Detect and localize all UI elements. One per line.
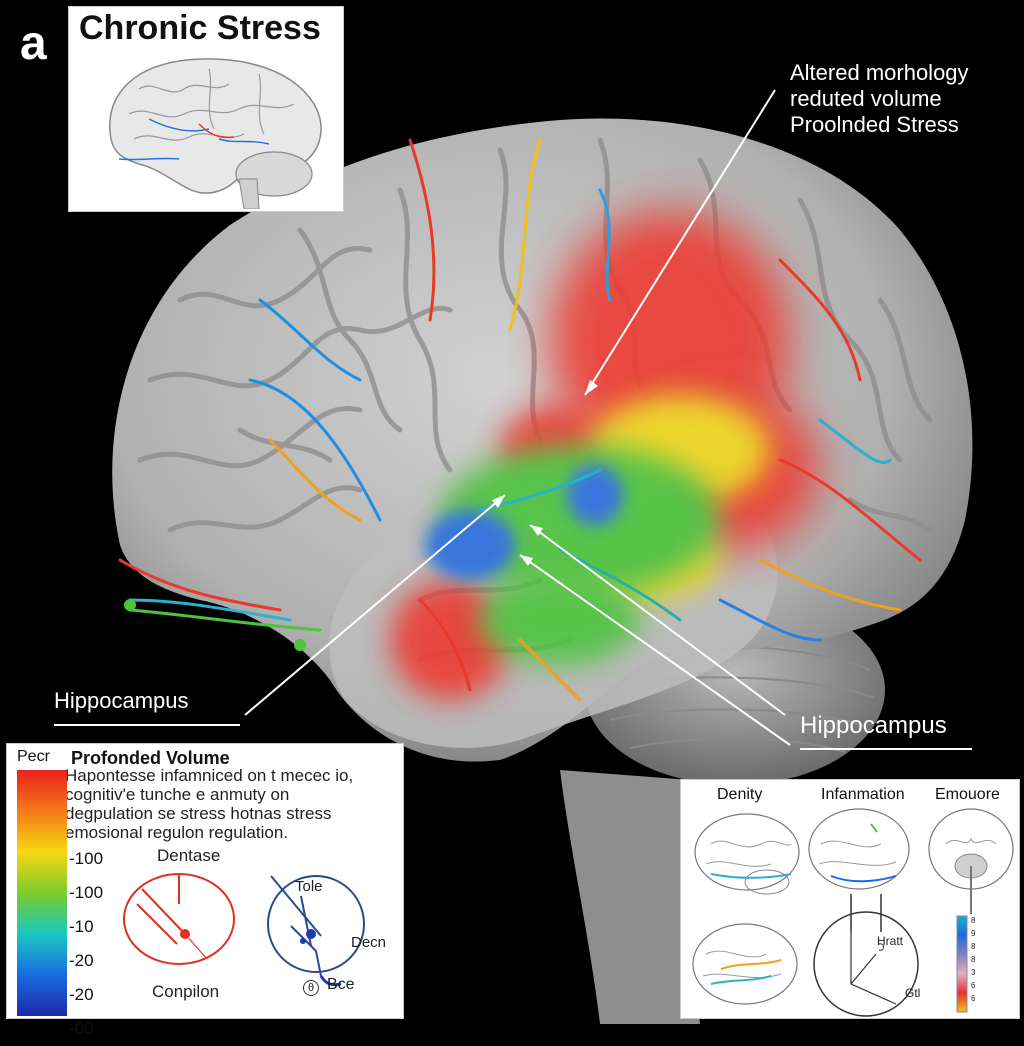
arrow-heads [492,380,598,566]
heatmap-overlay [390,210,820,700]
sketch-left-bottom-label: Conpilon [152,982,220,1001]
sketch-right-top-label: Tole [295,878,323,895]
legend-ticks: -100 -100 -10 -20 -20 -00 [69,842,103,1046]
main-brain-illustration [112,89,973,1024]
legend-colorbar [17,770,67,1016]
mini-tick: 6 [971,994,976,1003]
sketch-right-circle-label: θ [303,980,319,996]
legend-line: cognitiv'e tunche e anmuty on [65,785,290,804]
brainstem [560,770,700,1024]
small-multiples-panel: Denity Infanmation Emouore [680,779,1020,1019]
inset-chronic-stress: Chronic Stress [68,6,344,212]
legend-tick: -10 [69,917,94,936]
sketch-left-diagram [123,873,235,965]
hippocampus-label-right: Hippocampus [800,712,972,750]
legend-corner-label: Pecr [17,748,50,765]
annotation-line-2: reduted volume [790,86,942,111]
vessel-node [294,639,306,651]
legend-line: degpulation se stress hotnas stress [65,804,332,823]
legend-tick: -20 [69,951,94,970]
mini-tick: 3 [971,968,976,977]
legend-tick: -100 [69,883,104,902]
sketch-right-side-label: Decn [351,934,387,951]
annotation-line-1: Altered morhology [790,60,969,85]
legend-line: Hapontesse infamniced on t mecec io, [65,766,354,785]
legend-description: Hapontesse infamniced on t mecec io, cog… [65,766,401,842]
inset-brain-sketch [109,58,322,209]
vessel-node [124,599,136,611]
mini-tick: 8 [971,916,976,925]
sketch-right-diagram [267,875,365,987]
figure-stage: a Chronic Stress Altered morhology [6,6,1020,1038]
header-inflammation: Infanmation [821,786,905,803]
small-multiples-sketches [692,808,1014,1017]
legend-tick: -20 [69,985,94,1004]
header-density: Denity [717,786,763,803]
sketch-left-top-label: Dentase [157,846,221,865]
legend-tick: -100 [69,849,104,868]
legend-panel: Pecr Profonded Volume Hapontesse infamni… [6,743,404,1038]
sketch-right-bottom-label: Bce [327,976,355,993]
mini-tick: 6 [971,981,976,990]
inset-title: Chronic Stress [79,9,321,47]
panel-letter: a [20,17,47,70]
mini-scale-ticks: 8 9 8 8 3 6 6 [971,914,975,1005]
mini-tick: 8 [971,942,976,951]
lower-label-gtl: Gtl [905,986,921,1000]
vessel-traces [118,138,922,702]
legend-title: Profonded Volume [71,748,230,768]
annotation-arrows [244,89,791,746]
header-emouore: Emouore [935,786,1000,803]
legend-line: emosional regulon regulation. [65,823,289,842]
hippocampus-label-left: Hippocampus [54,688,240,726]
annotation-line-3: Proolnded Stress [790,112,959,137]
legend-tick: -00 [69,1019,94,1038]
annotation-top-right: Altered morhology reduted volume Proolnd… [790,60,969,138]
lower-label-hratt: Hratt [877,934,904,948]
mini-tick: 9 [971,929,976,938]
mini-tick: 8 [971,955,976,964]
